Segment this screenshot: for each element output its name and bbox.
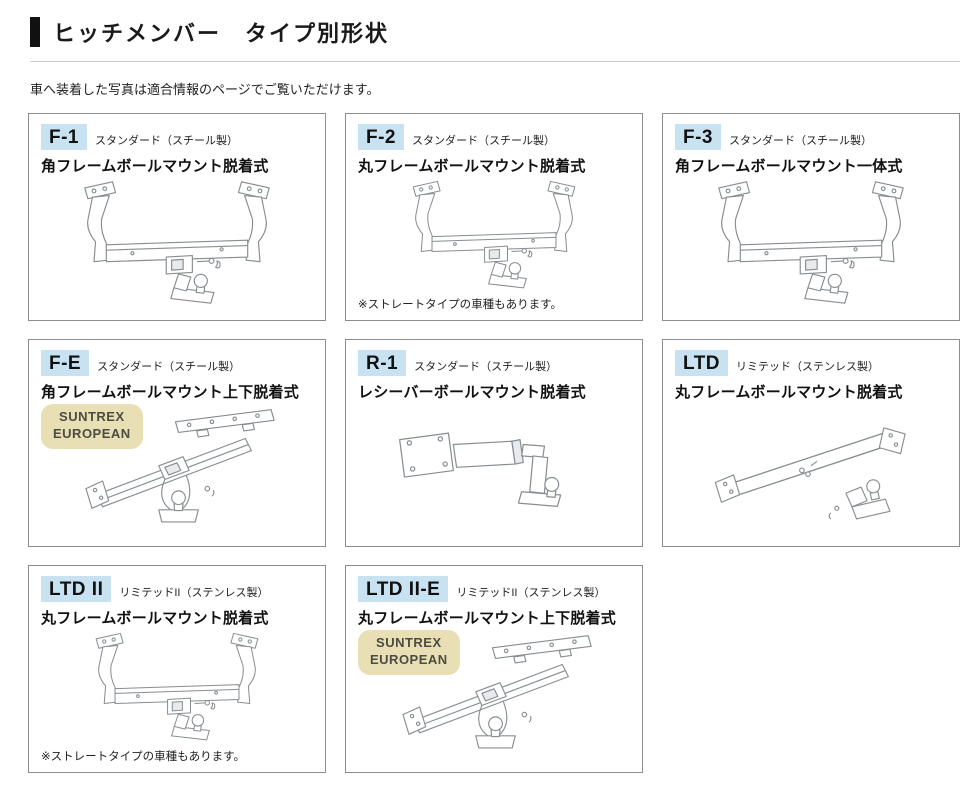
hitch-tube-drawing [675,402,947,538]
page-header: ヒッチメンバー タイプ別形状 [30,16,960,62]
grade-label: リミテッドII（ステンレス製） [456,587,606,599]
type-badge: LTD II [41,576,112,602]
card-head: LTD II-E リミテッドII（ステンレス製） [358,576,630,602]
grade-label: リミテッド（ステンレス製） [736,361,880,373]
european-label: EUROPEAN [53,425,131,441]
suntrex-label: SUNTREX [59,409,125,424]
grade-label: スタンダード（スチール製） [414,361,558,373]
hitch-frame-drawing [718,181,904,304]
card-head: LTD リミテッド（ステンレス製） [675,350,947,376]
page-title: ヒッチメンバー タイプ別形状 [53,21,390,46]
hitch-frame-drawing [84,181,270,304]
type-card-ltd2: LTD II リミテッドII（ステンレス製） 丸フレームボールマウント脱着式 ※… [28,565,326,773]
card-head: F-3 スタンダード（スチール製） [675,124,947,150]
type-title: 丸フレームボールマウント脱着式 [675,384,903,401]
grade-label: スタンダード（スチール製） [95,135,238,147]
type-card-ltd: LTD リミテッド（ステンレス製） 丸フレームボールマウント脱着式 [662,339,960,547]
type-badge: LTD [675,350,729,376]
hitch-illustration [41,628,313,748]
type-card-f3: F-3 スタンダード（スチール製） 角フレームボールマウント一体式 [662,113,960,321]
suntrex-label: SUNTREX [376,635,442,650]
type-badge: F-2 [358,124,404,150]
suntrex-european-badge: SUNTREX EUROPEAN [358,630,460,675]
grade-label: スタンダード（スチール製） [729,135,872,147]
type-badge: R-1 [358,350,407,376]
hitch-frame-drawing [95,632,259,741]
type-card-fe: F-E スタンダード（スチール製） 角フレームボールマウント上下脱着式 SUNT… [28,339,326,547]
variant-note: ※ストレートタイプの車種もあります。 [41,751,245,763]
type-title: 角フレームボールマウント脱着式 [41,158,269,175]
type-title: 角フレームボールマウント一体式 [675,158,903,175]
page-subtitle: 車へ装着した写真は適合情報のページでご覧いただけます。 [30,82,380,97]
suntrex-european-badge: SUNTREX EUROPEAN [41,404,143,449]
type-card-r1: R-1 スタンダード（スチール製） レシーバーボールマウント脱着式 [345,339,643,547]
card-head: R-1 スタンダード（スチール製） [358,350,630,376]
hitch-illustration [358,176,630,296]
european-label: EUROPEAN [370,651,448,667]
title-accent-bar [30,17,40,47]
grade-label: リミテッドII（ステンレス製） [119,587,269,599]
hitch-illustration [358,402,630,538]
card-head: F-E スタンダード（スチール製） [41,350,313,376]
card-head: F-2 スタンダード（スチール製） [358,124,630,150]
type-card-f1: F-1 スタンダード（スチール製） 角フレームボールマウント脱着式 [28,113,326,321]
grade-label: スタンダード（スチール製） [97,361,241,373]
type-title: 丸フレームボールマウント脱着式 [41,610,269,627]
type-badge: F-1 [41,124,87,150]
type-card-f2: F-2 スタンダード（スチール製） 丸フレームボールマウント脱着式 ※ストレート… [345,113,643,321]
hitch-illustration [41,176,313,312]
variant-note: ※ストレートタイプの車種もあります。 [358,299,562,311]
type-title: 角フレームボールマウント上下脱着式 [41,384,299,401]
type-badge: LTD II-E [358,576,449,602]
hitch-frame-drawing [412,180,576,289]
hitch-illustration [675,176,947,312]
type-badge: F-3 [675,124,721,150]
type-card-grid: F-1 スタンダード（スチール製） 角フレームボールマウント脱着式 F-2 スタ… [28,113,960,773]
type-title: レシーバーボールマウント脱着式 [358,384,586,401]
card-head: F-1 スタンダード（スチール製） [41,124,313,150]
type-title: 丸フレームボールマウント上下脱着式 [358,610,616,627]
type-title: 丸フレームボールマウント脱着式 [358,158,586,175]
hitch-illustration [675,402,947,538]
card-head: LTD II リミテッドII（ステンレス製） [41,576,313,602]
type-card-ltd2e: LTD II-E リミテッドII（ステンレス製） 丸フレームボールマウント上下脱… [345,565,643,773]
hitch-receiver-drawing [399,432,562,507]
type-badge: F-E [41,350,90,376]
grade-label: スタンダード（スチール製） [412,135,555,147]
